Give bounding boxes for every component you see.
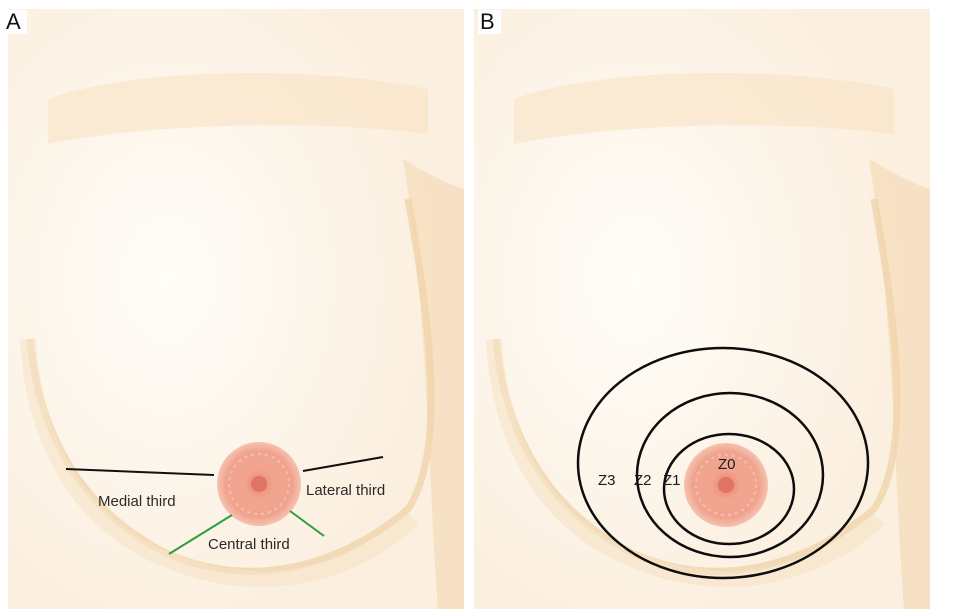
lateral-third-label: Lateral third	[306, 482, 385, 499]
zone-z3-label: Z3	[598, 472, 616, 489]
breast-illustration-b	[474, 9, 930, 609]
medial-third-label: Medial third	[98, 493, 176, 510]
zone-z0-label: Z0	[718, 456, 736, 473]
panel-a-thirds: Medial third Lateral third Central third	[8, 9, 464, 609]
nipple	[718, 477, 734, 493]
central-third-label: Central third	[208, 536, 290, 553]
nipple	[251, 476, 267, 492]
panel-b-letter: B	[478, 10, 501, 34]
breast-illustration-a	[8, 9, 464, 609]
panel-a-letter: A	[4, 10, 27, 34]
panel-b-zones: Z0 Z1 Z2 Z3	[474, 9, 930, 609]
zone-z1-label: Z1	[663, 472, 681, 489]
zone-z2-label: Z2	[634, 472, 652, 489]
